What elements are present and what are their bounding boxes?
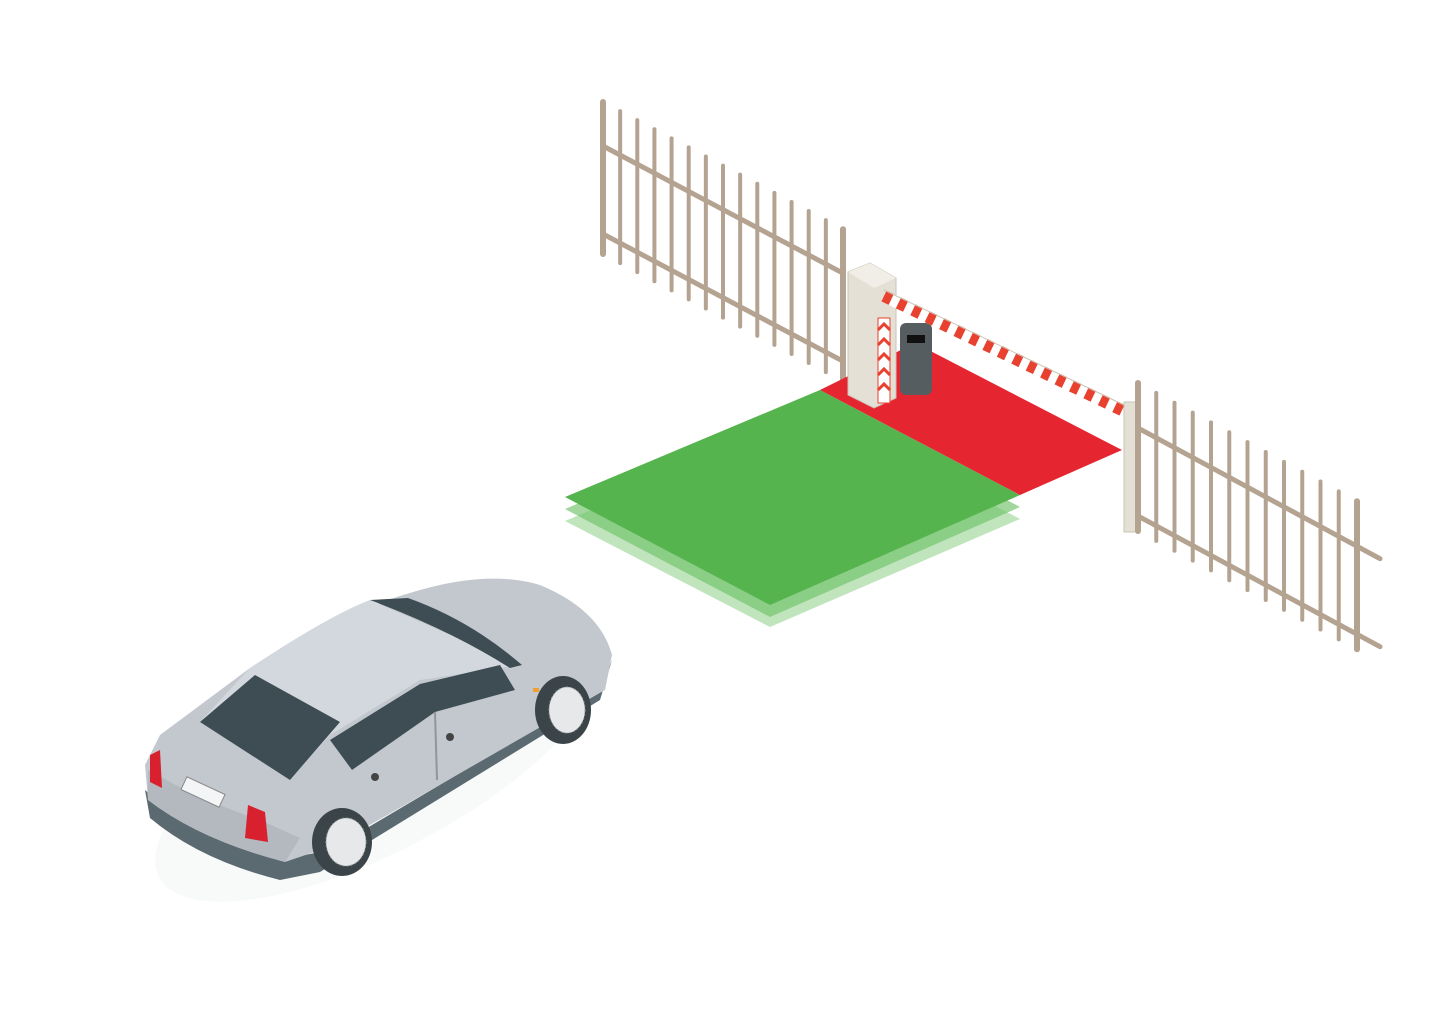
- fence-right-icon: [1135, 380, 1383, 653]
- rear-window: [200, 675, 340, 780]
- barrier-post-stripes: [877, 317, 891, 404]
- car-lower-body: [145, 660, 612, 880]
- license-plate: [180, 776, 226, 808]
- detection-zones: [565, 343, 1122, 627]
- car-icon: [145, 578, 612, 902]
- sensor-icon: [900, 323, 932, 395]
- barrier-receiver-post: [1123, 401, 1137, 533]
- front-wheel: [535, 676, 591, 744]
- windshield: [370, 598, 522, 668]
- side-windows: [330, 665, 515, 770]
- tail-light-right: [245, 805, 268, 842]
- rear-wheel: [312, 808, 372, 876]
- fence-left-icon: [600, 99, 846, 385]
- green-zone: [565, 390, 1020, 605]
- barrier-gate-icon: [847, 262, 1137, 533]
- tail-light-left: [150, 750, 162, 788]
